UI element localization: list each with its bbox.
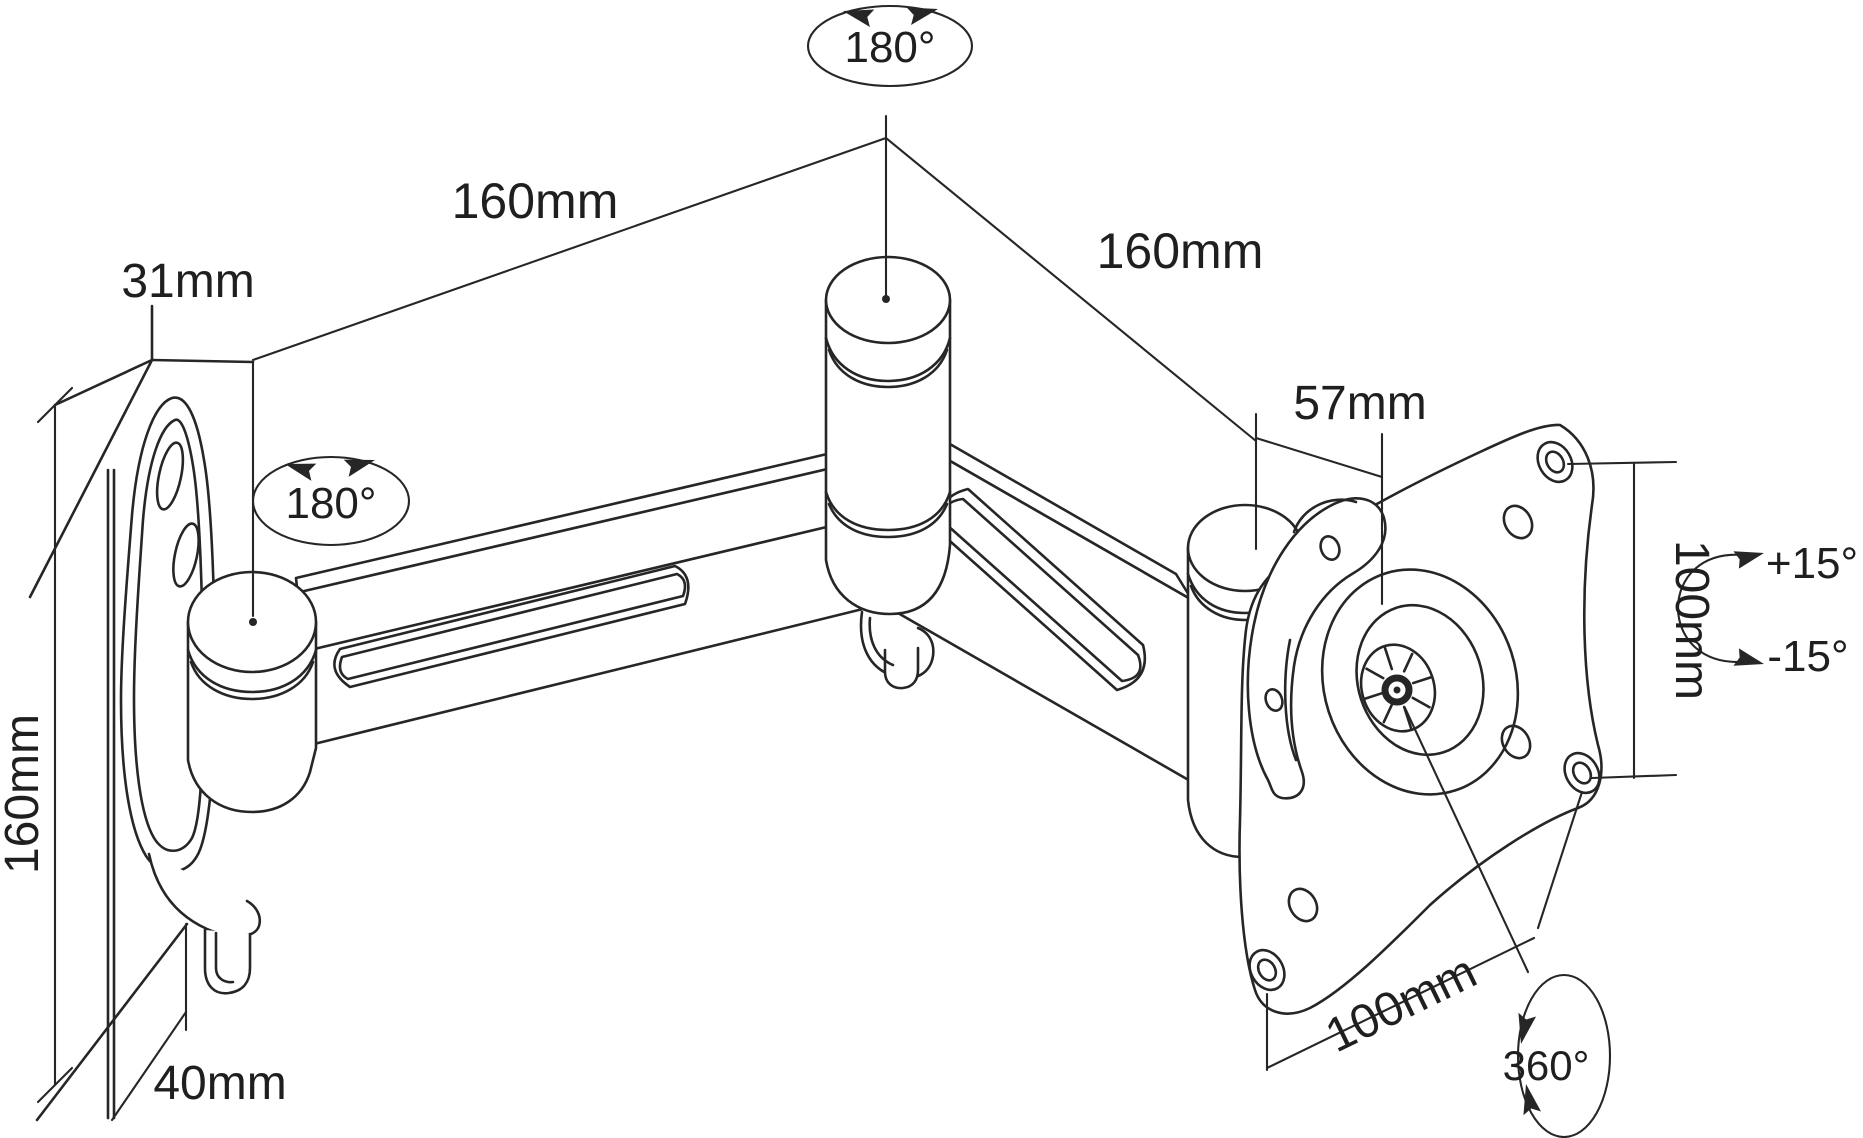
label-pivot-to-plate: 57mm xyxy=(1293,377,1426,430)
rotation-symbols xyxy=(251,4,1764,1138)
vesa-hub xyxy=(1320,568,1520,796)
wall xyxy=(28,304,255,1122)
rotation-arrow-icon xyxy=(906,7,938,25)
leader-360 xyxy=(1403,706,1530,974)
rotation-arrow-icon xyxy=(1523,1084,1542,1116)
rotate-vesa-ellipse xyxy=(1516,973,1612,1138)
tilt-arrow-icon xyxy=(1733,551,1764,569)
swivel-wall-ellipse xyxy=(251,455,411,547)
label-arm1-length: 160mm xyxy=(452,173,619,229)
wall-plate-slot xyxy=(172,522,200,588)
dim-line-40 xyxy=(110,1010,188,1122)
label-wall-plate-width: 31mm xyxy=(121,255,254,308)
label-tilt-down: -15° xyxy=(1767,632,1848,681)
label-rotate-vesa: 360° xyxy=(1503,1042,1590,1089)
rotation-arrow-icon xyxy=(285,463,317,481)
center-joint xyxy=(824,255,952,690)
rotation-arrow-icon xyxy=(843,9,875,27)
wall-plate-slot xyxy=(155,441,185,511)
label-wall-plate-depth: 40mm xyxy=(153,1057,286,1110)
joint-1-cylinder xyxy=(186,570,318,814)
dim-line-vesa-horizontal xyxy=(1265,936,1536,1070)
dimension-lines xyxy=(36,114,1678,1122)
tilt-bracket xyxy=(1246,497,1387,800)
label-swivel-wall: 180° xyxy=(285,479,376,528)
tilt-arrow-arc xyxy=(1676,553,1754,664)
vesa-outer-holes xyxy=(1248,440,1601,992)
label-arm2-length: 160mm xyxy=(1097,223,1264,279)
arm1-slot xyxy=(333,564,690,689)
label-vesa-vertical: 100mm xyxy=(1665,540,1718,700)
rotation-arrow-icon xyxy=(1518,1012,1537,1044)
wall-clip xyxy=(147,852,262,938)
swivel-top-ellipse xyxy=(806,4,974,88)
rotation-arrow-icon xyxy=(343,459,375,477)
dim-line-57 xyxy=(1254,436,1384,479)
dim-line-arm2 xyxy=(884,136,1258,443)
label-swivel-top: 180° xyxy=(844,23,935,72)
tilt-arrow-icon xyxy=(1733,648,1764,666)
label-wall-plate-height: 160mm xyxy=(0,714,49,874)
dimension-labels: 180° 160mm 160mm 31mm 57mm 180° 100mm +1… xyxy=(0,23,1858,1110)
label-tilt-up: +15° xyxy=(1766,539,1858,588)
dim-line-arm1 xyxy=(251,136,888,362)
vesa-plate xyxy=(1238,423,1603,1015)
